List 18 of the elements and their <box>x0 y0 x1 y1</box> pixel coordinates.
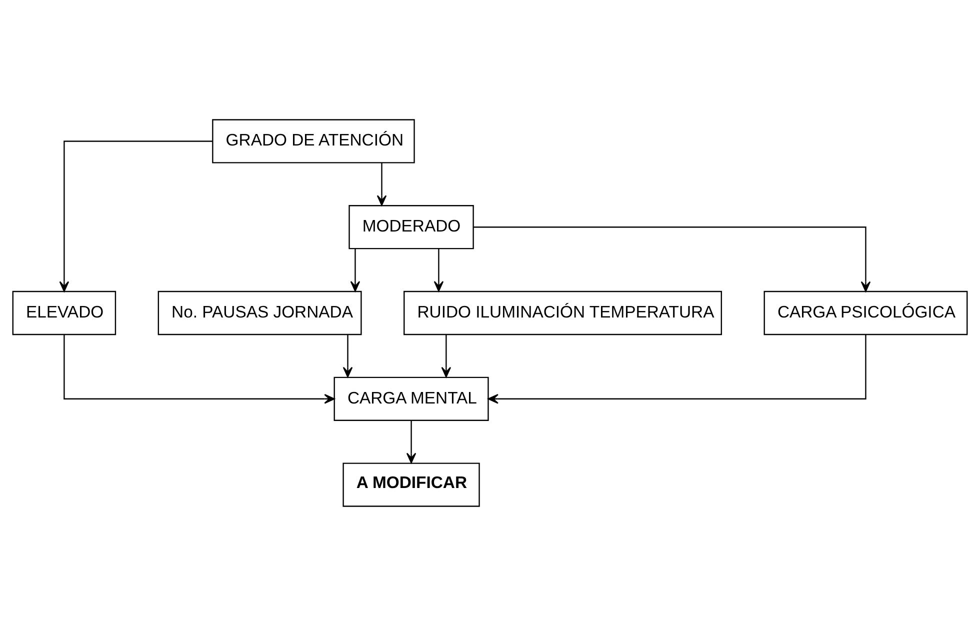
node-box: ELEVADO <box>12 290 116 336</box>
arrow <box>342 334 353 378</box>
arrow <box>59 140 212 292</box>
arrow <box>350 248 360 292</box>
node-box: CARGA MENTAL <box>334 376 489 421</box>
arrow <box>441 334 452 378</box>
node-box: MODERADO <box>348 205 474 250</box>
arrow <box>474 226 871 292</box>
arrow <box>434 248 444 292</box>
node-box: GRADO DE ATENCIÓN <box>212 119 415 164</box>
arrow <box>406 420 416 464</box>
node-box: RUIDO ILUMINACIÓN TEMPERATURA <box>404 290 722 336</box>
node-box: No. PAUSAS JORNADA <box>158 290 362 336</box>
arrow <box>488 334 866 404</box>
node-box: A MODIFICAR <box>342 462 480 507</box>
arrow <box>376 162 387 206</box>
arrow <box>64 334 335 404</box>
node-box: CARGA PSICOLÓGICA <box>764 290 968 336</box>
